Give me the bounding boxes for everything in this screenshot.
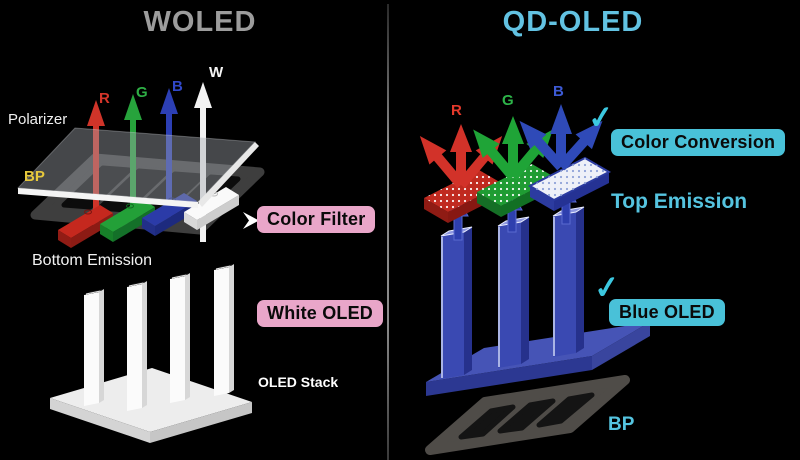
white-oled-pillar: [84, 289, 104, 406]
qdoled-ray-letter-b: B: [553, 83, 564, 100]
white-oled-badge: White OLED: [257, 300, 383, 327]
blue-oled-badge: Blue OLED: [609, 299, 725, 326]
blue-oled-pillar: [497, 216, 530, 368]
white-oled-pillar: [170, 273, 190, 403]
red-qd-slab: [424, 170, 503, 223]
blue-oled-pillar: [440, 226, 473, 379]
green-filter-slab: [100, 199, 155, 242]
blue-oled-pillars: [440, 206, 585, 379]
color-filter-badge: Color Filter: [257, 206, 376, 233]
pointer-arrow-icon: [243, 212, 259, 229]
woled-ray-letter-w: W: [209, 64, 224, 81]
blue-passthrough-slab: [527, 156, 612, 211]
woled-polarizer-plate: [16, 127, 259, 208]
qdoled-ray-letter-g: G: [502, 92, 514, 109]
white-oled-pillar: [214, 264, 234, 396]
woled-ray-letter-r: R: [99, 90, 110, 107]
woled-ray-letter-b: B: [172, 78, 183, 95]
bottom-emission-label: Bottom Emission: [32, 252, 153, 269]
woled-ray-letter-g: G: [136, 84, 148, 101]
blue-trident-arrows: [519, 104, 603, 171]
woled-bp-label: BP: [24, 168, 45, 185]
red-up-arrow: [87, 100, 105, 228]
color-conversion-badge: Color Conversion: [611, 129, 786, 156]
qdoled-backplane-plate: [425, 375, 630, 455]
top-emission-label: Top Emission: [611, 190, 748, 213]
woled-oled-stack: [50, 264, 252, 443]
green-up-arrow: [124, 94, 142, 221]
oled-stack-label: OLED Stack: [258, 374, 339, 390]
woled-title: WOLED: [143, 6, 257, 38]
qdoled-title: QD-OLED: [502, 6, 644, 38]
white-filter-slab: [184, 187, 239, 230]
qdoled-bp-label: BP: [608, 414, 635, 435]
qd-conversion-slabs: [424, 156, 612, 223]
qdoled-ray-letter-r: R: [451, 102, 462, 119]
red-filter-slab: [58, 205, 113, 248]
blue-oled-pillar: [552, 206, 585, 357]
blue-oled-base-plate: [426, 322, 650, 396]
panel-divider: [387, 4, 389, 460]
blue-up-arrow: [160, 88, 178, 214]
white-oled-pillar: [127, 281, 147, 411]
polarizer-label: Polarizer: [8, 111, 68, 128]
